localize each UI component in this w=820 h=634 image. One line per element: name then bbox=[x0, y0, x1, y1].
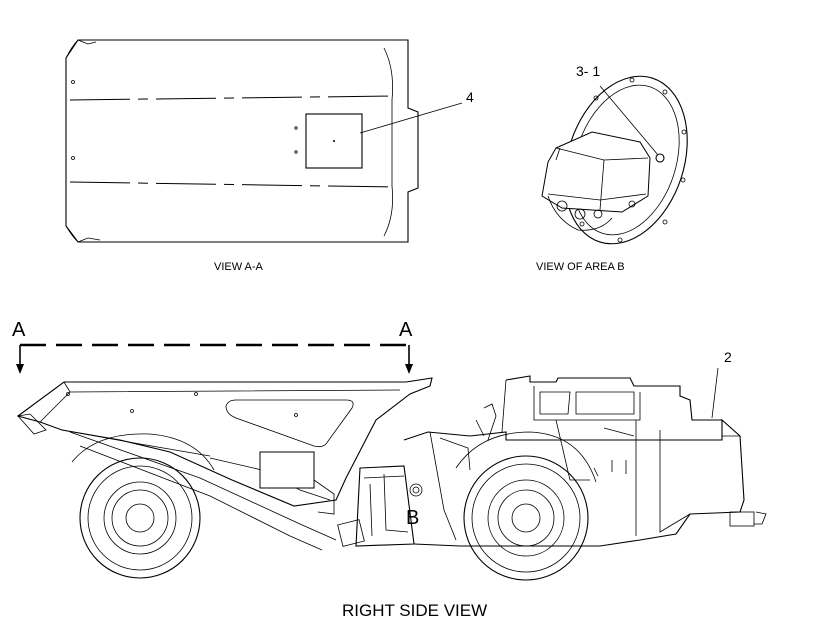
rear-wheel bbox=[79, 457, 201, 579]
view-aa-label: VIEW A-A bbox=[214, 261, 264, 273]
callout-2-label: 2 bbox=[724, 349, 732, 365]
view-area-b-label: VIEW OF AREA B bbox=[536, 261, 625, 273]
callout-3-1-label: 3- 1 bbox=[576, 63, 600, 79]
front-wheel bbox=[463, 455, 589, 581]
section-line-aa bbox=[16, 343, 413, 374]
view-area-b-drawing bbox=[541, 75, 688, 245]
callout-4-label: 4 bbox=[466, 89, 474, 105]
right-side-view-label: RIGHT SIDE VIEW bbox=[342, 601, 487, 620]
decal-square bbox=[305, 113, 363, 169]
section-a-right-label: A bbox=[399, 319, 413, 341]
section-a-left-label: A bbox=[12, 319, 26, 341]
truck-side-view bbox=[16, 367, 767, 581]
view-aa-drawing bbox=[65, 39, 463, 243]
area-b-label: B bbox=[406, 507, 419, 529]
